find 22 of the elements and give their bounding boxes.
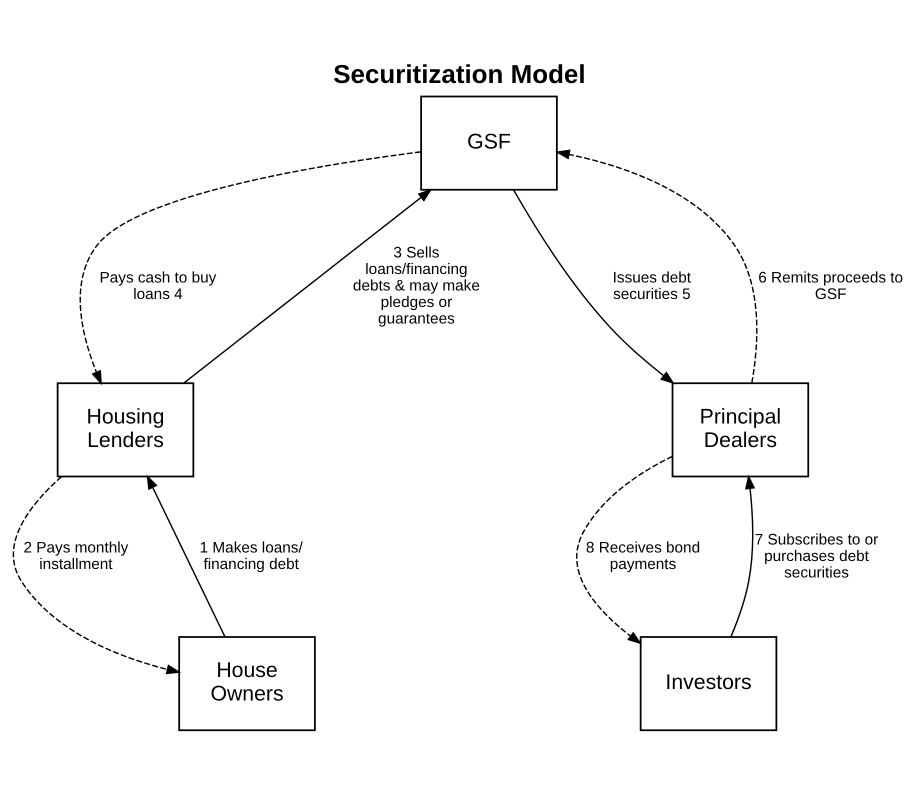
edge-label: Issues debt securities 5	[612, 268, 692, 302]
edge-label: Pays cash to buy loans 4	[100, 268, 216, 302]
edge-label: 6 Remits proceeds to GSF	[758, 268, 904, 302]
arrow	[730, 474, 756, 637]
edge-label: 3 Sells loans/financing debts & may make pledges or guarantees	[352, 244, 480, 328]
node-box: GSF	[420, 95, 558, 190]
arrow	[576, 455, 673, 644]
arrow	[146, 474, 226, 637]
node-box: Housing Lenders	[56, 382, 194, 477]
edge-label: 1 Makes loans/ financing debt	[200, 539, 303, 573]
arrow	[183, 188, 432, 384]
edge-label: 8 Receives bond payments	[586, 539, 700, 573]
arrow	[80, 150, 421, 385]
node-box: Investors	[640, 636, 778, 731]
node-box: Principal Dealers	[672, 382, 810, 477]
arrow	[12, 476, 182, 674]
arrow	[555, 148, 758, 383]
diagram-title: Securitization Model	[333, 58, 586, 89]
node-box: House Owners	[178, 636, 316, 731]
edge-label: 2 Pays monthly installment	[24, 539, 128, 573]
arrow	[512, 188, 675, 384]
edge-label: 7 Subscribes to or purchases debt securities	[754, 530, 878, 581]
